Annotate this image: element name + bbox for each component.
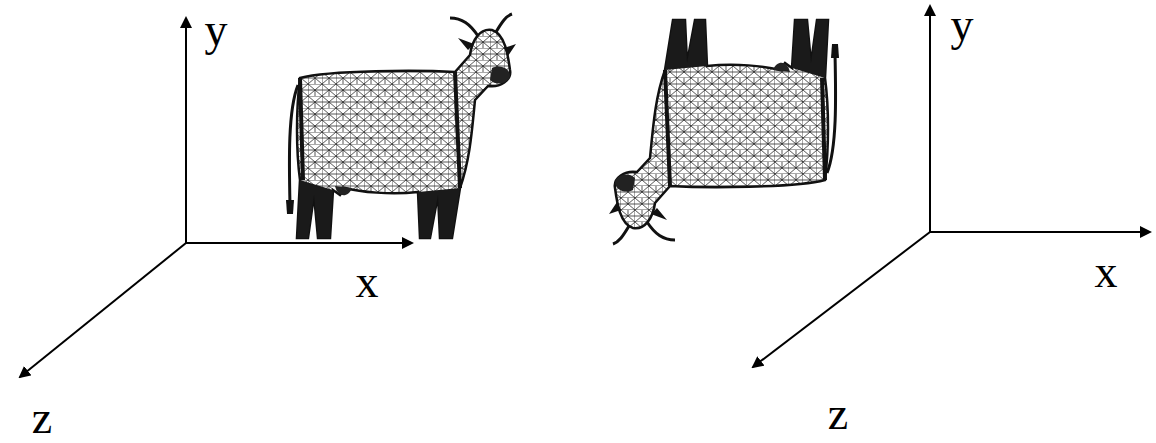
axis-label: y bbox=[951, 2, 974, 48]
axis-label: x bbox=[1095, 249, 1118, 295]
rotated-cow bbox=[609, 20, 839, 244]
axis-label: x bbox=[356, 259, 379, 305]
upright-cow bbox=[286, 14, 516, 238]
x-axis bbox=[930, 231, 1150, 233]
y-axis bbox=[929, 6, 931, 232]
y-axis bbox=[185, 18, 187, 243]
axis-label: y bbox=[205, 7, 228, 53]
z-axis bbox=[20, 243, 186, 377]
x-axis bbox=[186, 242, 412, 244]
axis-label: z bbox=[32, 395, 52, 441]
z-axis bbox=[753, 232, 930, 367]
axis-label: z bbox=[828, 391, 848, 437]
